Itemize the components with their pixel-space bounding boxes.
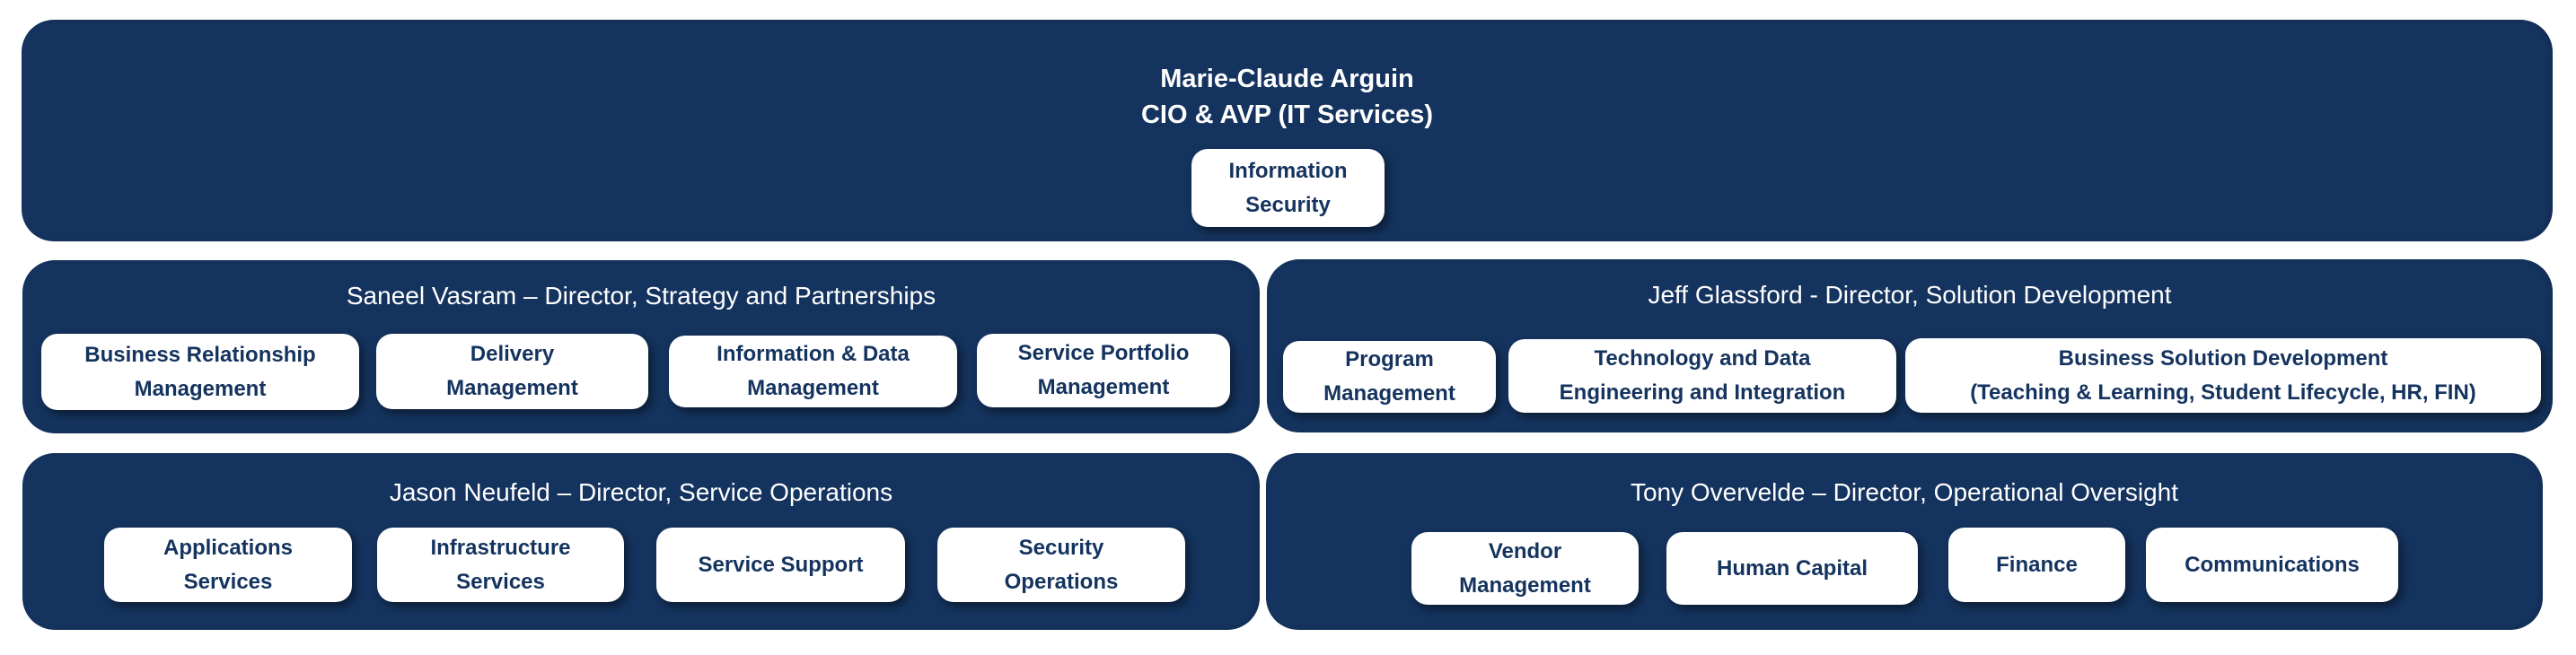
directorate-heading: Saneel Vasram – Director, Strategy and P… (346, 282, 936, 310)
directorate-strategy-partnerships: Saneel Vasram – Director, Strategy and P… (22, 260, 1260, 433)
unit-label: Business Solution Development (Teaching … (1970, 345, 2476, 405)
unit-service-support[interactable]: Service Support (656, 528, 905, 602)
directorate-heading: Jason Neufeld – Director, Service Operat… (389, 478, 893, 506)
unit-business-solution-development[interactable]: Business Solution Development (Teaching … (1905, 338, 2541, 413)
unit-label: Finance (1996, 552, 2078, 577)
unit-label: Service Portfolio Management (1017, 341, 1190, 399)
unit-program-management[interactable]: Program Management (1283, 341, 1496, 413)
unit-security-operations[interactable]: Security Operations (937, 528, 1185, 602)
unit-label: Vendor Management (1459, 538, 1591, 598)
directorate-operational-oversight: Tony Overvelde – Director, Operational O… (1266, 453, 2543, 630)
unit-communications[interactable]: Communications (2146, 528, 2398, 602)
unit-technology-data-engineering-integration[interactable]: Technology and Data Engineering and Inte… (1508, 339, 1896, 413)
executive-title: CIO & AVP (IT Services) (1140, 100, 1434, 129)
unit-label: Infrastructure Services (430, 535, 571, 594)
unit-label: Applications Services (163, 535, 293, 594)
unit-label: Technology and Data Engineering and Inte… (1559, 346, 1846, 405)
unit-label: Delivery Management (446, 342, 578, 400)
unit-applications-services[interactable]: Applications Services (104, 528, 352, 602)
unit-information-data-management[interactable]: Information & Data Management (669, 336, 957, 407)
unit-label: Human Capital (1716, 555, 1868, 581)
unit-label: Program Management (1323, 347, 1455, 406)
executive-panel: Marie-Claude Arguin CIO & AVP (IT Servic… (22, 20, 2553, 241)
unit-label: Information Security (1228, 158, 1348, 217)
unit-human-capital[interactable]: Human Capital (1666, 532, 1918, 605)
directorate-solution-development: Jeff Glassford - Director, Solution Deve… (1267, 259, 2553, 432)
unit-label: Communications (2185, 552, 2360, 577)
directorate-heading: Tony Overvelde – Director, Operational O… (1630, 478, 2179, 506)
unit-infrastructure-services[interactable]: Infrastructure Services (377, 528, 624, 602)
unit-business-relationship-management[interactable]: Business Relationship Management (41, 334, 359, 410)
unit-service-portfolio-management[interactable]: Service Portfolio Management (977, 334, 1230, 407)
unit-label: Security Operations (1004, 535, 1119, 594)
unit-label: Service Support (698, 552, 864, 577)
directorate-service-operations: Jason Neufeld – Director, Service Operat… (22, 453, 1260, 630)
unit-finance[interactable]: Finance (1948, 528, 2125, 602)
unit-vendor-management[interactable]: Vendor Management (1411, 532, 1639, 605)
executive-name: Marie-Claude Arguin (1160, 65, 1414, 93)
unit-delivery-management[interactable]: Delivery Management (376, 334, 648, 409)
directorate-heading: Jeff Glassford - Director, Solution Deve… (1648, 281, 2172, 309)
unit-label: Business Relationship Management (84, 342, 316, 401)
unit-label: Information & Data Management (717, 342, 910, 400)
unit-information-security[interactable]: Information Security (1191, 149, 1385, 227)
